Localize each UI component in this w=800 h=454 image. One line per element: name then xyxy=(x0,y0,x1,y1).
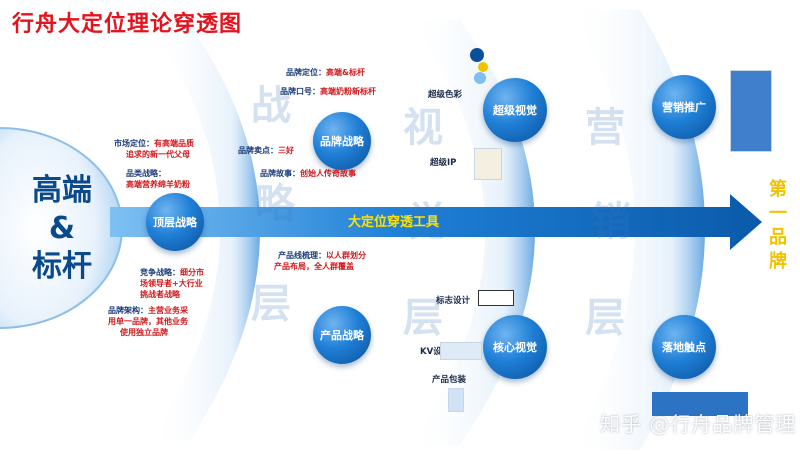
visual-layer-char-1: 视 xyxy=(403,105,443,151)
arrow-label: 大定位穿透工具 xyxy=(348,215,440,230)
strategy-layer-char-3: 层 xyxy=(251,281,291,327)
first-brand-text: 第 一 品 牌 xyxy=(766,178,790,274)
color-dot-gold xyxy=(478,62,488,72)
first-brand-char-3: 品 xyxy=(769,227,787,248)
visual-layer-char-3: 层 xyxy=(403,295,443,341)
core-text: 高端 & 标杆 xyxy=(22,172,102,286)
label-brand-slogan: 品牌口号：高端奶粉新标杆 xyxy=(280,87,376,96)
watermark: 知乎 @行舟品牌管理 xyxy=(600,412,797,436)
first-brand-char-4: 牌 xyxy=(769,251,787,272)
label-market-positioning: 市场定位：有高端品质 追求的新一代父母 xyxy=(114,139,194,159)
marketing-layer-char-3: 层 xyxy=(585,295,625,341)
strategy-layer-char-1: 战 xyxy=(251,83,291,129)
first-brand-char-1: 第 xyxy=(769,179,787,200)
color-dot-navy xyxy=(470,48,484,62)
strategy-layer-arc xyxy=(150,25,260,440)
packaging-image xyxy=(448,388,464,412)
node-top-strategy: 顶层战略 xyxy=(146,193,204,251)
color-dot-lightblue xyxy=(474,72,486,84)
visual-layer-char-2: 觉 xyxy=(407,199,447,245)
label-brand-architecture: 品牌架构：主营业务采 用单一品牌，其他业务 使用独立品牌 xyxy=(108,306,188,337)
super-ip-image xyxy=(474,148,502,180)
core-text-line3: 标杆 xyxy=(32,249,92,284)
main-arrow xyxy=(110,194,762,250)
label-competitive-strategy: 竞争战略：细分市 场领导者+大行业 挑战者战略 xyxy=(140,268,204,299)
marketing-layer-char-2: 销 xyxy=(591,199,631,245)
landing-touchpoint-image xyxy=(652,392,748,416)
label-brand-selling-point: 品牌卖点：三好 xyxy=(238,146,294,155)
page-title: 行舟大定位理论穿透图 xyxy=(12,12,243,37)
label-kv-design: KV设计 xyxy=(420,347,451,357)
label-product-line: 产品线梳理：以人群划分 产品布局，全人群覆盖 xyxy=(274,251,366,271)
marketing-layer-char-1: 营 xyxy=(585,105,625,151)
logo-design-image xyxy=(478,290,514,306)
core-half-circle xyxy=(0,128,122,328)
label-super-ip: 超级IP xyxy=(430,158,457,168)
label-logo-design: 标志设计 xyxy=(436,296,471,306)
node-landing-touchpoint: 落地触点 xyxy=(652,315,716,379)
first-brand-char-2: 一 xyxy=(769,203,787,224)
node-super-visual: 超级视觉 xyxy=(483,78,547,142)
label-brand-story: 品牌故事：创始人传奇故事 xyxy=(260,169,356,178)
marketing-promotion-images xyxy=(730,70,772,152)
label-super-color: 超级色彩 xyxy=(428,90,463,100)
strategy-layer-char-2: 略 xyxy=(255,181,295,227)
core-text-line2: & xyxy=(48,211,76,246)
node-product-strategy: 产品战略 xyxy=(313,306,371,364)
core-text-line1: 高端 xyxy=(32,173,92,208)
kv-design-image xyxy=(440,342,482,360)
node-core-visual: 核心视觉 xyxy=(483,315,547,379)
node-brand-strategy: 品牌战略 xyxy=(313,112,371,170)
label-category-strategy: 品类战略： 高端营养绵羊奶粉 xyxy=(126,169,190,189)
label-product-packaging: 产品包装 xyxy=(432,375,467,385)
label-brand-positioning: 品牌定位：高端&标杆 xyxy=(286,68,365,77)
node-marketing-promotion: 营销推广 xyxy=(652,75,716,139)
